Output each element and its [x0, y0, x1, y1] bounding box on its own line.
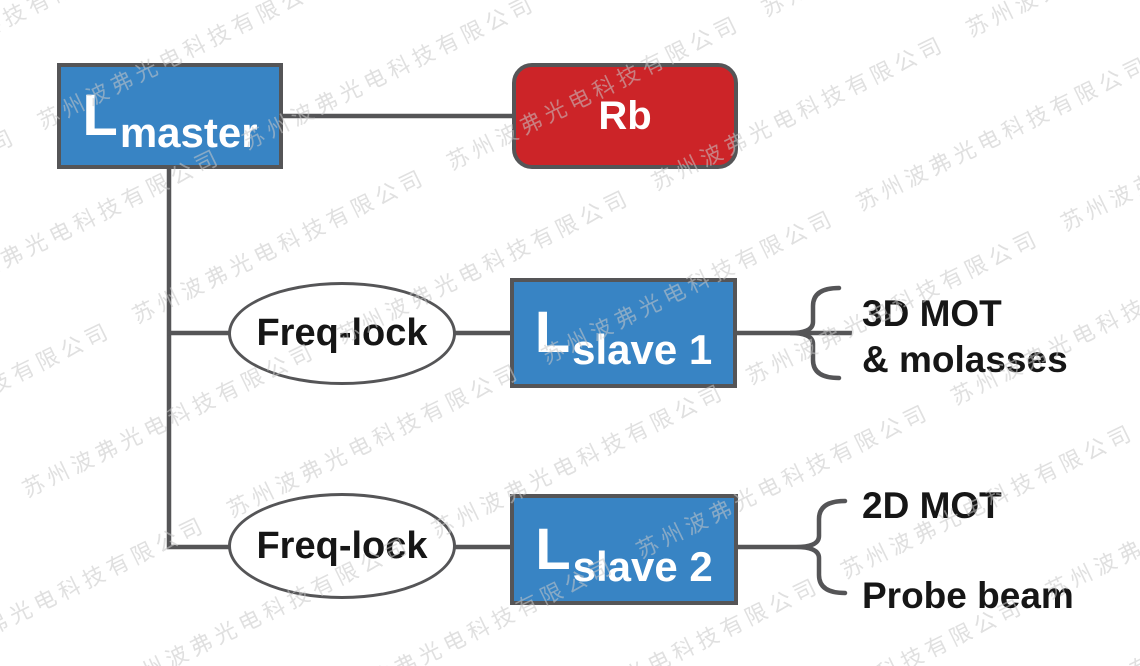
output-molasses: & molasses: [862, 338, 1068, 380]
output-probe-beam: Probe beam: [862, 575, 1074, 616]
freq-lock-1-label: Freq-lock: [256, 312, 428, 354]
slave1-symbol: L: [534, 300, 571, 365]
output-2d-mot: 2D MOT: [862, 485, 1002, 526]
slave2-subscript: slave 2: [572, 542, 713, 590]
node-rb-cell: Rb: [512, 63, 738, 169]
master-symbol: L: [82, 83, 118, 148]
output-slave1-label: 3D MOT & molasses: [862, 291, 1068, 383]
rb-label: Rb: [598, 93, 652, 138]
slave2-symbol: L: [535, 516, 571, 582]
output-3d-mot: 3D MOT: [862, 293, 1002, 334]
slave1-subscript: slave 1: [572, 326, 713, 373]
brace2-icon: [795, 498, 848, 596]
master-subscript: master: [119, 109, 258, 156]
node-freq-lock-2: Freq-lock: [228, 493, 456, 599]
node-freq-lock-1: Freq-lock: [228, 282, 456, 385]
freq-lock-2-label: Freq-lock: [256, 524, 428, 567]
brace1-icon: [789, 285, 842, 381]
